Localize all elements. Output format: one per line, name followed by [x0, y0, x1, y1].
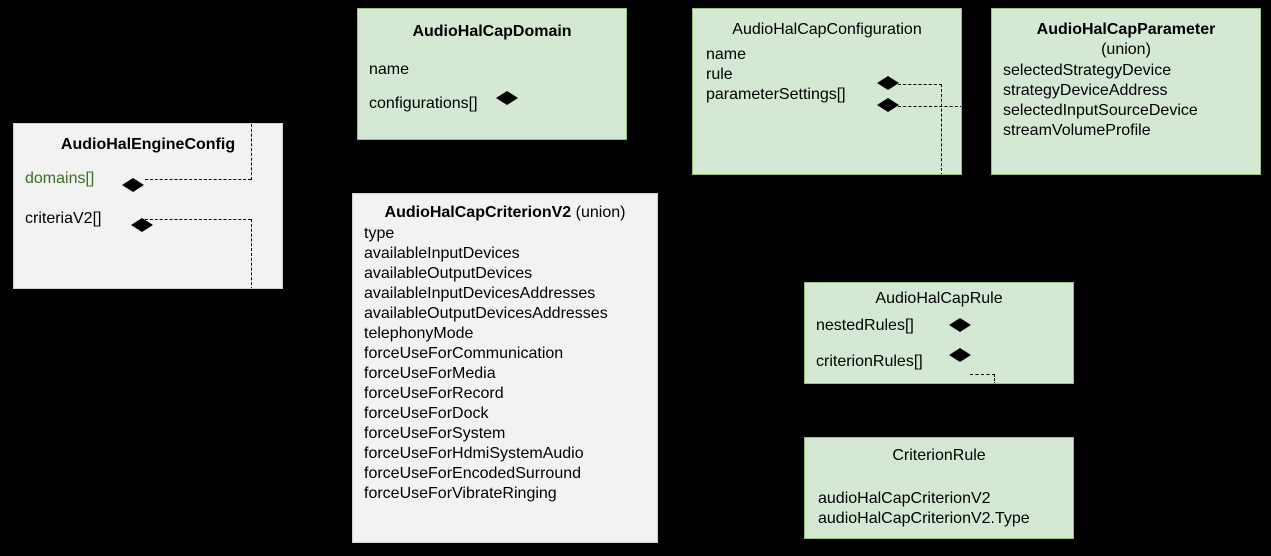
connector-criteriav2-segment-v	[251, 219, 252, 288]
attribute-forceuseforvibrateringing[interactable]: forceUseForVibrateRinging	[364, 485, 557, 502]
attribute-forceuseforrecord[interactable]: forceUseForRecord	[364, 385, 504, 402]
attribute-selectedstrategydevice[interactable]: selectedStrategyDevice	[1003, 62, 1172, 79]
composition-diamond-configurations	[496, 91, 518, 105]
class-title-union-criterionv2: (union)	[575, 204, 626, 221]
attribute-rule[interactable]: rule	[706, 66, 733, 83]
attribute-forceuseformedia[interactable]: forceUseForMedia	[364, 365, 496, 382]
attribute-audiohalcapcriterionv2-type[interactable]: audioHalCapCriterionV2.Type	[818, 510, 1030, 527]
class-title-criterionrule: CriterionRule	[892, 447, 986, 464]
attribute-availableoutputdevicesaddresses[interactable]: availableOutputDevicesAddresses	[364, 305, 608, 322]
attribute-forceuseforcommunication[interactable]: forceUseForCommunication	[364, 345, 564, 362]
class-title-audiohalcapdomain: AudioHalCapDomain	[412, 23, 572, 40]
class-title-audiohalengineconfig: AudioHalEngineConfig	[60, 136, 236, 153]
class-subtitle-audiohalcapparameter: (union)	[1101, 41, 1151, 58]
connector-criterionrules-segment-h	[970, 374, 995, 375]
connector-domains-segment-v	[251, 124, 252, 180]
composition-diamond-parametersettings	[877, 98, 899, 112]
attribute-streamvolumeprofile[interactable]: streamVolumeProfile	[1003, 122, 1151, 139]
connector-parametersettings-segment-h	[898, 106, 961, 107]
attribute-name-configuration[interactable]: name	[706, 46, 747, 63]
class-box-audiohalcapparameter[interactable]: AudioHalCapParameter (union) selectedStr…	[991, 8, 1261, 175]
attribute-nestedrules[interactable]: nestedRules[]	[816, 317, 914, 334]
attribute-parametersettings[interactable]: parameterSettings[]	[706, 86, 846, 103]
attribute-type[interactable]: type	[364, 225, 395, 242]
class-box-audiohalengineconfig[interactable]: AudioHalEngineConfig domains[] criteriaV…	[13, 123, 283, 289]
attribute-availableinputdevices[interactable]: availableInputDevices	[364, 245, 520, 262]
class-title-audiohalcapconfiguration: AudioHalCapConfiguration	[732, 21, 922, 38]
class-box-audiohalcapdomain[interactable]: AudioHalCapDomain name configurations[]	[357, 8, 627, 140]
connector-criteriav2-segment-h	[145, 219, 251, 220]
attribute-forceuseforsystem[interactable]: forceUseForSystem	[364, 425, 506, 442]
connector-domains-segment-h	[145, 179, 251, 180]
composition-diamond-nestedrules	[949, 318, 971, 332]
composition-diamond-criterionrules	[949, 348, 971, 362]
attribute-forceusefordock[interactable]: forceUseForDock	[364, 405, 489, 422]
composition-diamond-criteriav2	[131, 218, 153, 232]
connector-rule-segment-v	[941, 84, 942, 174]
connector-criterionrules-segment-v	[994, 374, 995, 383]
class-box-criterionrule[interactable]: CriterionRule audioHalCapCriterionV2 aud…	[804, 437, 1074, 539]
class-box-audiohalcapconfiguration[interactable]: AudioHalCapConfiguration name rule param…	[692, 8, 962, 175]
composition-diamond-rule	[877, 76, 899, 90]
attribute-selectedinputsourcedevice[interactable]: selectedInputSourceDevice	[1003, 102, 1198, 119]
attribute-availableinputdevicesaddresses[interactable]: availableInputDevicesAddresses	[364, 285, 596, 302]
attribute-forceuseforencodedsurround[interactable]: forceUseForEncodedSurround	[364, 465, 582, 482]
attribute-telephonymode[interactable]: telephonyMode	[364, 325, 474, 342]
connector-rule-segment-h	[898, 84, 942, 85]
class-title-text-criterionv2: AudioHalCapCriterionV2	[384, 204, 572, 221]
class-title-audiohalcapcriterionv2: AudioHalCapCriterionV2 (union)	[353, 203, 657, 223]
class-box-audiohalcaprule[interactable]: AudioHalCapRule nestedRules[] criterionR…	[804, 282, 1074, 384]
attribute-domains[interactable]: domains[]	[25, 170, 95, 187]
attribute-audiohalcapcriterionv2[interactable]: audioHalCapCriterionV2	[818, 490, 991, 507]
attribute-availableoutputdevices[interactable]: availableOutputDevices	[364, 265, 533, 282]
class-box-audiohalcapcriterionv2[interactable]: AudioHalCapCriterionV2 (union) type avai…	[352, 193, 658, 543]
class-title-audiohalcapparameter: AudioHalCapParameter	[1036, 21, 1216, 38]
class-title-audiohalcaprule: AudioHalCapRule	[875, 290, 1003, 307]
attribute-criterionrules[interactable]: criterionRules[]	[816, 353, 923, 370]
attribute-criteriav2[interactable]: criteriaV2[]	[25, 210, 102, 227]
attribute-forceuseforhdmisystemaudio[interactable]: forceUseForHdmiSystemAudio	[364, 445, 584, 462]
attribute-strategydeviceaddress[interactable]: strategyDeviceAddress	[1003, 82, 1168, 99]
attribute-configurations[interactable]: configurations[]	[369, 95, 478, 112]
attribute-name-domain[interactable]: name	[369, 61, 410, 78]
composition-diamond-domains	[122, 178, 144, 192]
